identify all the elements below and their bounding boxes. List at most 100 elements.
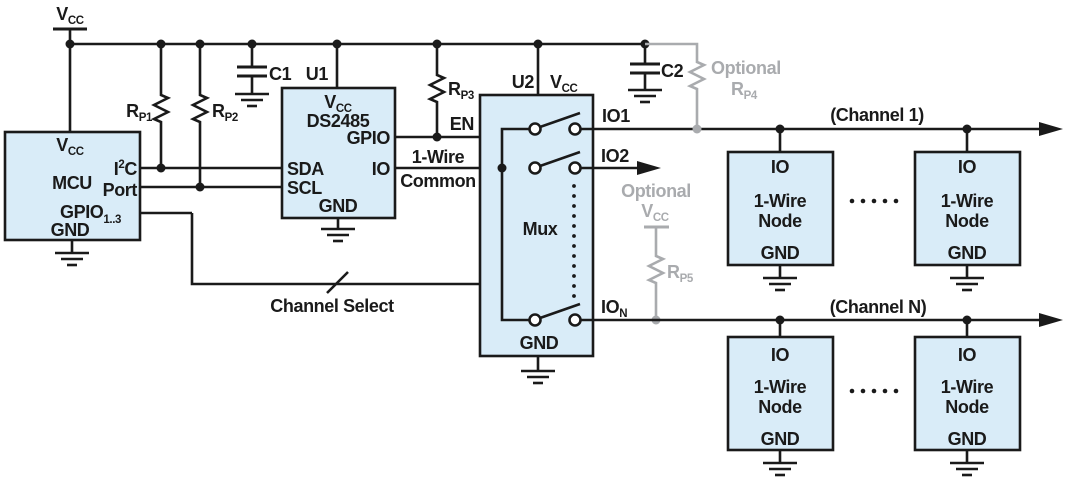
- channel-n-line: (Channel N): [581, 297, 1063, 337]
- capacitor-c2: C2: [628, 44, 684, 104]
- channel-n-label: (Channel N): [830, 297, 927, 317]
- channel-select-wire: [190, 213, 480, 286]
- mcu-vcc-pin-label: VCC: [56, 135, 84, 158]
- mux-ground-icon: [521, 356, 555, 385]
- ground-icon: [763, 450, 797, 477]
- ellipsis-dots: [849, 388, 899, 394]
- mcu-i2c-pin-label: I2C: [114, 159, 138, 179]
- resistor-symbol: [189, 44, 211, 187]
- node-io-pin-label: IO: [771, 345, 790, 365]
- bus-slash-icon: [326, 271, 349, 294]
- channel-1-label: (Channel 1): [830, 105, 924, 125]
- switch-blade: [539, 111, 581, 129]
- junction-dot: [692, 124, 702, 134]
- rp2-label: RP2: [212, 101, 238, 124]
- resistor-symbol: [426, 44, 448, 137]
- node-gnd-pin-label: GND: [948, 429, 987, 449]
- ground-icon: [763, 265, 797, 292]
- io2-stub-arrow: [581, 161, 661, 175]
- optional-label: Optional: [711, 58, 781, 78]
- junction-dot: [65, 39, 75, 49]
- io1-label: IO1: [602, 106, 630, 126]
- node-gnd-pin-label: GND: [948, 243, 987, 263]
- switch-contact: [528, 161, 542, 175]
- switch-contact: [568, 122, 582, 136]
- node-name-label: 1-Wire: [754, 191, 807, 211]
- mcu-ground-icon: [55, 240, 89, 267]
- node-name-label: Node: [945, 397, 989, 417]
- channel-1-line: (Channel 1): [581, 105, 1063, 152]
- arrowhead-icon: [1039, 122, 1063, 136]
- node-name-label: 1-Wire: [941, 191, 994, 211]
- node-io-pin-label: IO: [771, 157, 790, 177]
- rp5-label: RP5: [667, 262, 694, 285]
- arrowhead-icon: [1039, 313, 1063, 327]
- channel-select-label: Channel Select: [270, 296, 394, 316]
- optional-rp4: Optional RP4: [645, 42, 781, 134]
- one-wire-node-3: IO 1-Wire Node GND: [726, 335, 835, 477]
- rp3-label: RP3: [448, 79, 474, 102]
- u1-ref-label: U1: [306, 64, 329, 84]
- mux-name-label: Mux: [523, 219, 558, 239]
- rp4-label: RP4: [731, 79, 758, 102]
- pullup-rp3: RP3: [426, 44, 474, 137]
- mux-vcc-pin-label: VCC: [550, 72, 578, 95]
- node-name-label: Node: [758, 397, 802, 417]
- mcu-gnd-pin-label: GND: [51, 220, 90, 240]
- mcu-port-pin-label: Port: [103, 180, 138, 200]
- mux-block: U2 VCC Mux GND: [478, 44, 595, 385]
- u1-ground-icon: [321, 218, 355, 243]
- switch-contact: [568, 161, 582, 175]
- mcu-name-label: MCU: [52, 173, 92, 193]
- mux-switch-n: [528, 302, 582, 327]
- optional-label: Optional: [621, 181, 691, 201]
- junction-dot: [497, 163, 507, 173]
- one-wire-node-1: IO 1-Wire Node GND: [726, 150, 835, 292]
- resistor-symbol: [645, 42, 708, 129]
- ground-icon: [950, 450, 984, 477]
- node-io-pin-label: IO: [958, 345, 977, 365]
- mcu-block: VCC I2C MCU Port GPIO1..3 GND: [3, 130, 142, 267]
- u1-scl-pin-label: SCL: [287, 178, 322, 198]
- c2-label: C2: [661, 61, 684, 81]
- one-wire-label: 1-Wire: [412, 147, 465, 167]
- resistor-symbol: [150, 44, 172, 168]
- ion-label: ION: [601, 297, 627, 320]
- common-label: Common: [400, 171, 476, 191]
- capacitor-c1: C1: [235, 44, 292, 108]
- node-gnd-pin-label: GND: [761, 429, 800, 449]
- u1-sda-pin-label: SDA: [287, 159, 324, 179]
- switch-blade: [539, 302, 581, 320]
- u2-ref-label: U2: [512, 72, 535, 92]
- u1-name-label: DS2485: [307, 111, 370, 131]
- switch-blade: [539, 150, 581, 168]
- mux-internal-bus-wire: [500, 127, 529, 322]
- mux-gnd-pin-label: GND: [520, 333, 559, 353]
- node-name-label: 1-Wire: [754, 377, 807, 397]
- node-box: [726, 150, 835, 267]
- ground-icon: [628, 88, 662, 104]
- node-gnd-pin-label: GND: [761, 243, 800, 263]
- i2c-bus-wires: [140, 163, 282, 192]
- mux-en-pin-label: EN: [450, 114, 474, 134]
- ds2485-box: [280, 86, 397, 220]
- channel-select-bus: Channel Select: [140, 211, 480, 316]
- one-wire-node-2: IO 1-Wire Node GND: [913, 150, 1022, 292]
- u1-vcc-pin-label: VCC: [324, 92, 352, 115]
- node-name-label: 1-Wire: [941, 377, 994, 397]
- vcc-label: VCC: [56, 4, 84, 27]
- node-box: [913, 335, 1022, 452]
- ground-icon: [235, 92, 269, 108]
- mcu-gpio-pin-label: GPIO1..3: [60, 202, 121, 226]
- node-name-label: Node: [758, 211, 802, 231]
- node-name-label: Node: [945, 211, 989, 231]
- node-io-pin-label: IO: [958, 157, 977, 177]
- ground-icon: [950, 265, 984, 292]
- mux-ellipsis-dots: [572, 184, 576, 298]
- u1-gnd-pin-label: GND: [319, 196, 358, 216]
- one-wire-node-4: IO 1-Wire Node GND: [913, 335, 1022, 477]
- arrowhead-icon: [637, 161, 661, 175]
- switch-contact: [528, 122, 542, 136]
